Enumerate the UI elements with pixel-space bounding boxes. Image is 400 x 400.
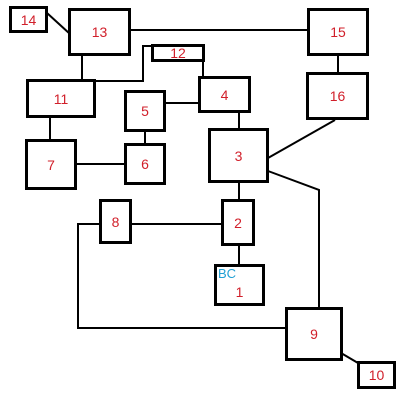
- node-2: 2: [221, 199, 255, 246]
- node-9-label: 9: [310, 326, 318, 342]
- edge-8-9: [77, 223, 286, 329]
- node-6-label: 6: [141, 156, 149, 172]
- edge-3-16: [267, 119, 336, 159]
- node-16-label: 16: [329, 88, 346, 104]
- node-13-label: 13: [91, 24, 108, 40]
- node-7: 7: [25, 139, 77, 190]
- node-11-label: 11: [53, 90, 69, 107]
- node-3: 3: [208, 128, 269, 183]
- node-1-label: 1: [235, 284, 244, 300]
- node-10-label: 10: [368, 367, 385, 383]
- node-7-label: 7: [47, 156, 55, 173]
- node-12: 12: [151, 44, 205, 62]
- node-5: 5: [124, 90, 166, 132]
- node-2-label: 2: [234, 214, 242, 231]
- node-14-label: 14: [20, 11, 37, 28]
- node-15: 15: [307, 8, 369, 56]
- node-10: 10: [357, 361, 396, 389]
- edge-11-12: [95, 45, 152, 82]
- node-9: 9: [285, 307, 343, 361]
- node-16: 16: [306, 72, 369, 120]
- node-5-label: 5: [141, 103, 149, 119]
- node-1-tag: BC: [218, 266, 237, 281]
- node-12-label: 12: [170, 45, 186, 61]
- node-15-label: 15: [330, 24, 346, 40]
- edge-9-10: [340, 352, 359, 364]
- node-14: 14: [9, 6, 48, 33]
- edge-14-13: [46, 12, 71, 35]
- node-4: 4: [198, 76, 251, 113]
- node-4-label: 4: [220, 86, 229, 103]
- node-3-label: 3: [234, 147, 243, 164]
- edge-3-9: [267, 170, 320, 308]
- node-11: 11: [26, 79, 96, 118]
- node-8-label: 8: [111, 213, 120, 230]
- node-1: BC 1: [214, 264, 265, 306]
- node-13: 13: [68, 8, 131, 56]
- node-8: 8: [99, 199, 132, 244]
- node-6: 6: [124, 143, 166, 185]
